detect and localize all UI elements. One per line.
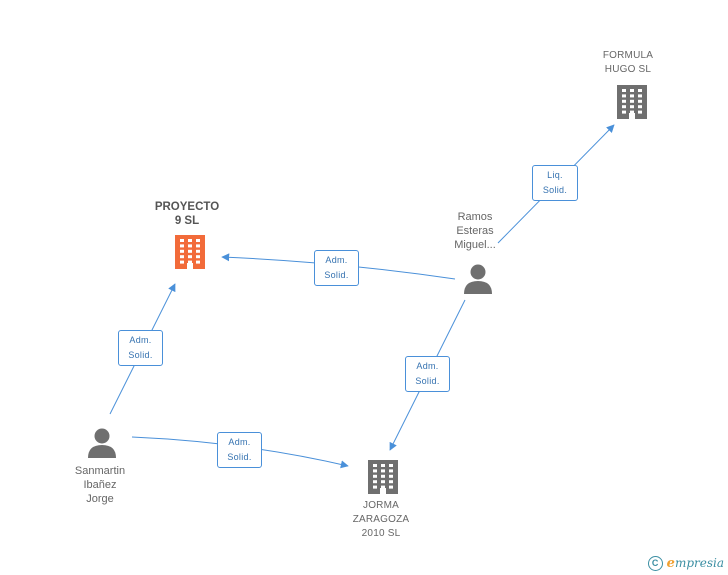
person-icon-ramos[interactable]: [464, 264, 492, 295]
edge-label-ramos-formula[interactable]: Liq. Solid.: [532, 165, 578, 201]
node-icons: [88, 85, 647, 494]
edge-label-sanmartin-jorma[interactable]: Adm. Solid.: [217, 432, 262, 468]
building-icon-proyecto[interactable]: [175, 235, 205, 269]
copyright-icon: C: [647, 555, 663, 571]
person-icon-sanmartin[interactable]: [88, 428, 116, 459]
node-label-jorma[interactable]: JORMA ZARAGOZA 2010 SL: [352, 500, 410, 539]
edge-label-ramos-proyecto[interactable]: Adm. Solid.: [314, 250, 359, 286]
building-icon-jorma[interactable]: [368, 460, 398, 494]
node-label-ramos[interactable]: Ramos Esteras Miguel...: [454, 211, 496, 251]
edge-label-ramos-jorma[interactable]: Adm. Solid.: [405, 356, 450, 392]
node-label-sanmartin[interactable]: Sanmartin Ibañez Jorge: [74, 465, 126, 505]
building-icon-formula[interactable]: [617, 85, 647, 119]
edge-label-sanmartin-proyecto[interactable]: Adm. Solid.: [118, 330, 163, 366]
node-label-formula[interactable]: FORMULA HUGO SL: [602, 50, 654, 75]
brand-logo: empresia: [666, 555, 724, 571]
footer-brand: C empresia: [647, 554, 724, 572]
node-label-proyecto[interactable]: PROYECTO 9 SL: [154, 201, 220, 227]
